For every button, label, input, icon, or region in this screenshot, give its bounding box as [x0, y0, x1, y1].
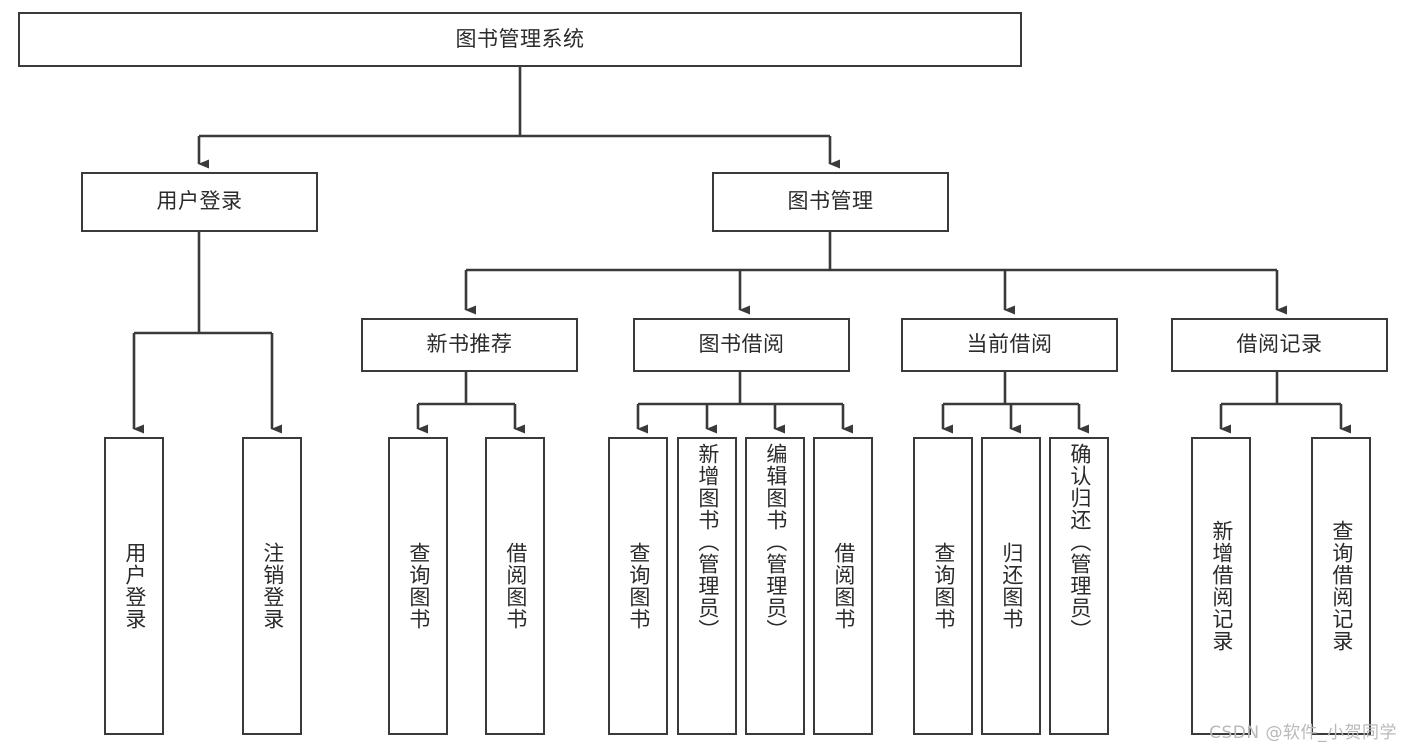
node-root[interactable]: 图书管理系统: [18, 12, 1022, 67]
node-leaf-query-record[interactable]: 查询借阅记录: [1311, 437, 1371, 735]
node-user-login-label: 用户登录: [156, 189, 243, 214]
node-leaf-add-book[interactable]: 新增图书（管理员）: [677, 437, 737, 735]
node-current-borrow[interactable]: 当前借阅: [901, 318, 1118, 372]
csdn-watermark: CSDN @软件_小贺同学: [1209, 723, 1397, 743]
node-book-manage[interactable]: 图书管理: [712, 172, 949, 232]
node-root-label: 图书管理系统: [455, 26, 585, 51]
node-leaf-borrow-book-1-label: 借阅图书: [503, 542, 528, 630]
node-user-login[interactable]: 用户登录: [81, 172, 318, 232]
node-leaf-confirm-return[interactable]: 确认归还（管理员）: [1049, 437, 1109, 735]
node-leaf-add-record[interactable]: 新增借阅记录: [1191, 437, 1251, 735]
node-leaf-query-book-2[interactable]: 查询图书: [608, 437, 668, 735]
node-leaf-query-book-2-label: 查询图书: [626, 542, 651, 630]
node-book-borrow-label: 图书借阅: [698, 332, 785, 357]
node-current-borrow-label: 当前借阅: [966, 332, 1053, 357]
node-leaf-edit-book[interactable]: 编辑图书（管理员）: [745, 437, 805, 735]
node-leaf-query-book-1-label: 查询图书: [406, 542, 431, 630]
node-leaf-query-book-3[interactable]: 查询图书: [913, 437, 973, 735]
node-leaf-borrow-book-2-label: 借阅图书: [831, 542, 856, 630]
node-leaf-borrow-book-2[interactable]: 借阅图书: [813, 437, 873, 735]
node-borrow-record-label: 借阅记录: [1236, 332, 1323, 357]
node-leaf-user-login[interactable]: 用户登录: [104, 437, 164, 735]
node-leaf-return-book-label: 归还图书: [999, 542, 1024, 630]
node-book-borrow[interactable]: 图书借阅: [633, 318, 850, 372]
node-leaf-query-book-1[interactable]: 查询图书: [388, 437, 448, 735]
node-borrow-record[interactable]: 借阅记录: [1171, 318, 1388, 372]
node-leaf-borrow-book-1[interactable]: 借阅图书: [485, 437, 545, 735]
node-leaf-user-logout[interactable]: 注销登录: [242, 437, 302, 735]
node-new-book-recommend-label: 新书推荐: [426, 332, 513, 357]
node-new-book-recommend[interactable]: 新书推荐: [361, 318, 578, 372]
node-leaf-confirm-return-label: 确认归还（管理员）: [1067, 443, 1092, 641]
node-leaf-query-book-3-label: 查询图书: [931, 542, 956, 630]
node-leaf-add-book-label: 新增图书（管理员）: [695, 443, 720, 641]
node-leaf-user-login-label: 用户登录: [122, 542, 147, 630]
node-leaf-query-record-label: 查询借阅记录: [1329, 520, 1354, 652]
node-book-manage-label: 图书管理: [787, 189, 874, 214]
node-leaf-user-logout-label: 注销登录: [260, 542, 285, 630]
node-leaf-return-book[interactable]: 归还图书: [981, 437, 1041, 735]
node-leaf-add-record-label: 新增借阅记录: [1209, 520, 1234, 652]
node-leaf-edit-book-label: 编辑图书（管理员）: [763, 443, 788, 641]
